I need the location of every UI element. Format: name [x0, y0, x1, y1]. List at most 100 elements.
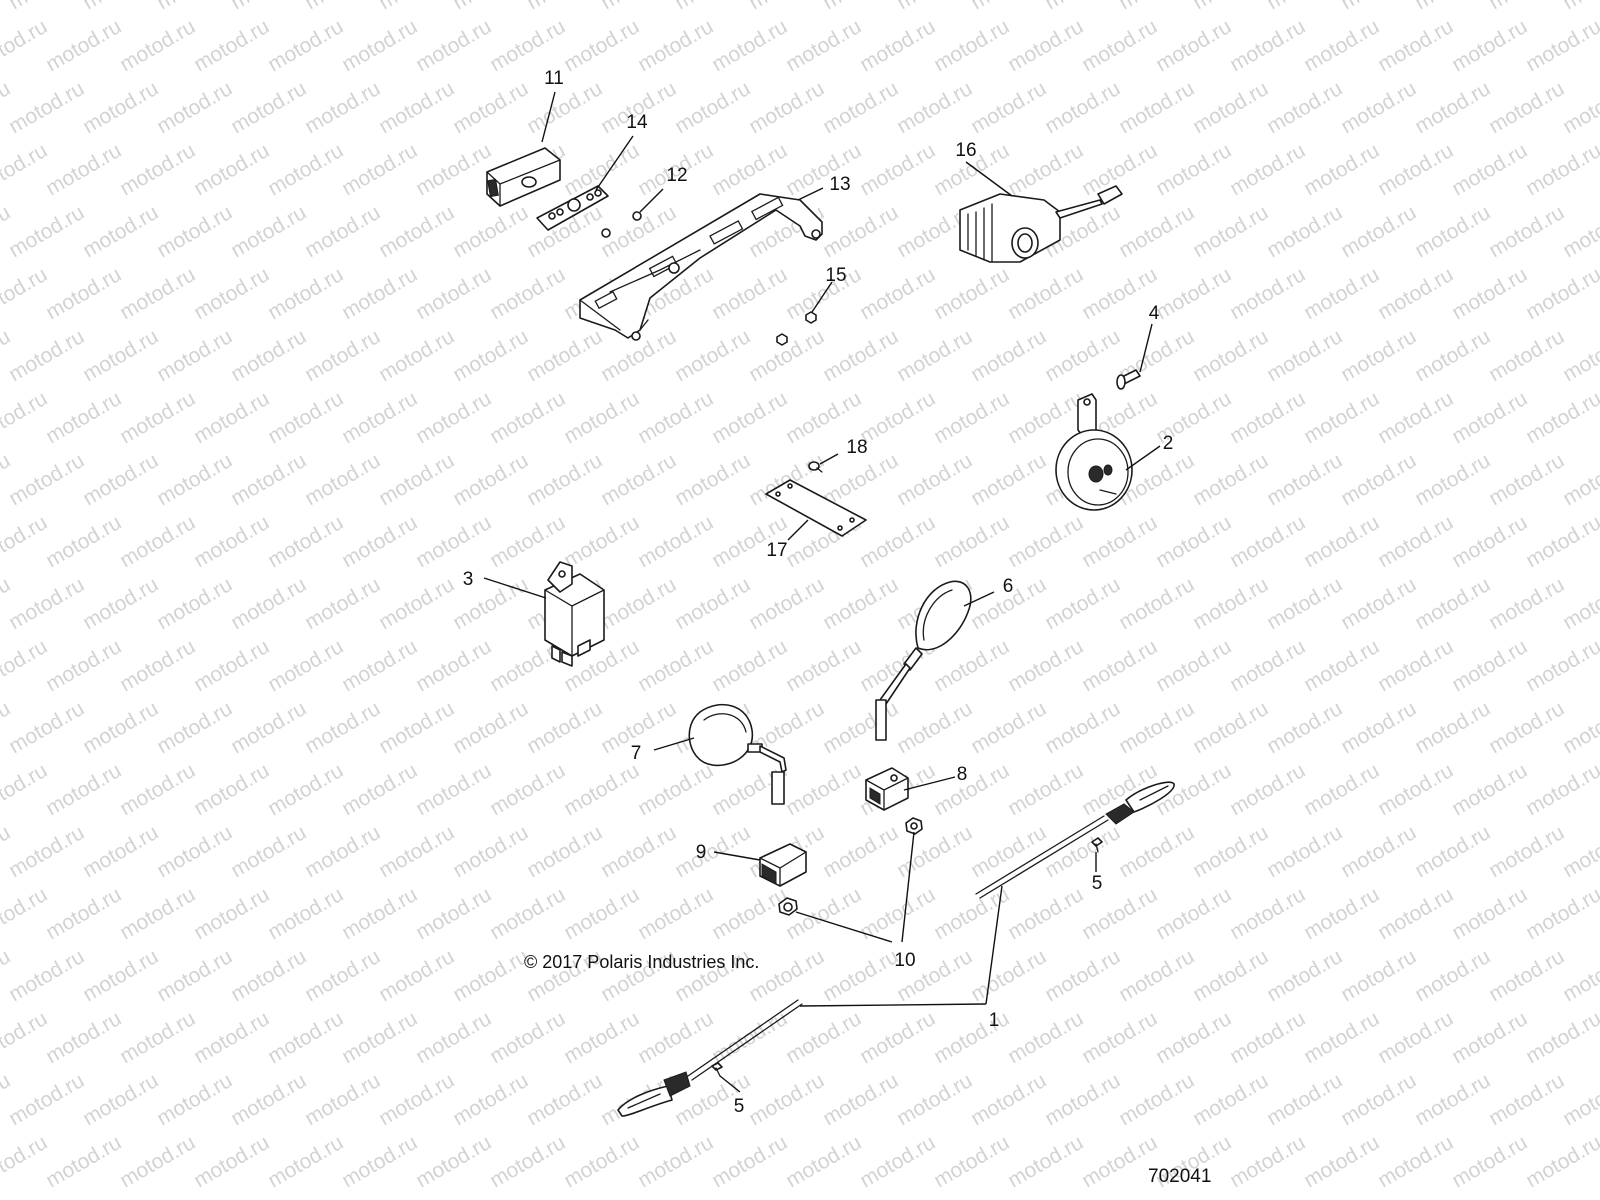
- watermark-text: motod.ru: [782, 15, 865, 76]
- watermark-text: motod.ru: [412, 139, 495, 200]
- watermark-text: motod.ru: [560, 883, 643, 944]
- watermark-text: motod.ru: [264, 511, 347, 572]
- watermark-text: motod.ru: [190, 139, 273, 200]
- watermark-text: motod.ru: [79, 0, 162, 14]
- watermark-text: motod.ru: [1300, 263, 1383, 324]
- watermark-text: motod.ru: [190, 511, 273, 572]
- watermark-text: motod.ru: [1300, 387, 1383, 448]
- watermark-text: motod.ru: [1115, 821, 1198, 882]
- watermark-text: motod.ru: [338, 15, 421, 76]
- watermark-text: motod.ru: [1041, 697, 1124, 758]
- callout-13: 13: [829, 174, 850, 195]
- watermark-text: motod.ru: [1115, 0, 1198, 14]
- watermark-text: motod.ru: [116, 1131, 199, 1192]
- watermark-text: motod.ru: [338, 1007, 421, 1068]
- watermark-text: motod.ru: [634, 1131, 717, 1192]
- watermark-text: motod.ru: [1485, 0, 1568, 14]
- watermark-text: motod.ru: [190, 1007, 273, 1068]
- watermark-text: motod.ru: [1485, 1069, 1568, 1130]
- watermark-text: motod.ru: [1411, 573, 1494, 634]
- watermark-text: motod.ru: [412, 1131, 495, 1192]
- watermark-text: motod.ru: [338, 1131, 421, 1192]
- watermark-text: motod.ru: [116, 759, 199, 820]
- part-9-connector: [759, 843, 807, 887]
- watermark-text: motod.ru: [5, 821, 88, 882]
- callout-9: 9: [696, 842, 707, 863]
- watermark-text: motod.ru: [1448, 387, 1531, 448]
- watermark-text: motod.ru: [1374, 15, 1457, 76]
- part-2-horn: [1055, 393, 1133, 511]
- watermark-text: motod.ru: [1078, 511, 1161, 572]
- watermark-text: motod.ru: [930, 263, 1013, 324]
- watermark-text: motod.ru: [1300, 1007, 1383, 1068]
- callout-7: 7: [631, 743, 642, 764]
- callout-5-upper: 5: [1092, 873, 1103, 894]
- watermark-text: motod.ru: [5, 449, 88, 510]
- watermark-text: motod.ru: [782, 139, 865, 200]
- watermark-text: motod.ru: [708, 1131, 791, 1192]
- watermark-text: motod.ru: [301, 945, 384, 1006]
- watermark-text: motod.ru: [967, 1069, 1050, 1130]
- watermark-text: motod.ru: [1522, 139, 1600, 200]
- watermark-text: motod.ru: [1004, 15, 1087, 76]
- watermark-text: motod.ru: [1115, 697, 1198, 758]
- watermark-text: motod.ru: [1189, 201, 1272, 262]
- part-13-bracket: [579, 193, 823, 341]
- watermark-text: motod.ru: [1078, 635, 1161, 696]
- callout-11: 11: [544, 68, 564, 89]
- watermark-text: motod.ru: [1226, 635, 1309, 696]
- watermark-text: motod.ru: [708, 883, 791, 944]
- watermark-text: motod.ru: [634, 759, 717, 820]
- watermark-text: motod.ru: [1374, 635, 1457, 696]
- watermark-text: motod.ru: [1485, 325, 1568, 386]
- watermark-text: motod.ru: [967, 0, 1050, 14]
- watermark-text: motod.ru: [79, 449, 162, 510]
- watermark-text: motod.ru: [0, 635, 51, 696]
- watermark-text: motod.ru: [1263, 1069, 1346, 1130]
- watermark-text: motod.ru: [264, 759, 347, 820]
- watermark-text: motod.ru: [412, 15, 495, 76]
- watermark-text: motod.ru: [449, 697, 532, 758]
- watermark-text: motod.ru: [375, 573, 458, 634]
- watermark-text: motod.ru: [301, 449, 384, 510]
- watermark-text: motod.ru: [1189, 449, 1272, 510]
- watermark-text: motod.ru: [1300, 15, 1383, 76]
- watermark-text: motod.ru: [1485, 573, 1568, 634]
- watermark-text: motod.ru: [486, 1007, 569, 1068]
- watermark-text: motod.ru: [264, 15, 347, 76]
- watermark-text: motod.ru: [523, 821, 606, 882]
- watermark-text: motod.ru: [1041, 0, 1124, 14]
- watermark-text: motod.ru: [1374, 1131, 1457, 1192]
- watermark-text: motod.ru: [486, 263, 569, 324]
- watermark-text: motod.ru: [1189, 0, 1272, 14]
- watermark-text: motod.ru: [116, 139, 199, 200]
- watermark-text: motod.ru: [449, 449, 532, 510]
- watermark-text: motod.ru: [227, 77, 310, 138]
- watermark-text: motod.ru: [190, 387, 273, 448]
- watermark-text: motod.ru: [301, 821, 384, 882]
- watermark-text: motod.ru: [116, 883, 199, 944]
- watermark-text: motod.ru: [1411, 821, 1494, 882]
- watermark-text: motod.ru: [0, 139, 51, 200]
- watermark-text: motod.ru: [375, 77, 458, 138]
- watermark-text: motod.ru: [1189, 325, 1272, 386]
- watermark-text: motod.ru: [42, 139, 125, 200]
- watermark-text: motod.ru: [42, 883, 125, 944]
- watermark-text: motod.ru: [412, 883, 495, 944]
- watermark-text: motod.ru: [0, 1131, 51, 1192]
- part-8-connector: [865, 767, 909, 811]
- watermark-text: motod.ru: [930, 759, 1013, 820]
- watermark-text: motod.ru: [42, 1007, 125, 1068]
- watermark-text: motod.ru: [79, 697, 162, 758]
- watermark-text: motod.ru: [930, 1131, 1013, 1192]
- watermark-text: motod.ru: [1226, 1131, 1309, 1192]
- callout-5-lower: 5: [734, 1096, 745, 1117]
- watermark-text: motod.ru: [1374, 759, 1457, 820]
- watermark-text: motod.ru: [153, 449, 236, 510]
- watermark-text: motod.ru: [1004, 883, 1087, 944]
- watermark-text: motod.ru: [227, 1069, 310, 1130]
- watermark-text: motod.ru: [153, 77, 236, 138]
- watermark-text: motod.ru: [264, 883, 347, 944]
- watermark-text: motod.ru: [338, 883, 421, 944]
- watermark-text: motod.ru: [597, 449, 680, 510]
